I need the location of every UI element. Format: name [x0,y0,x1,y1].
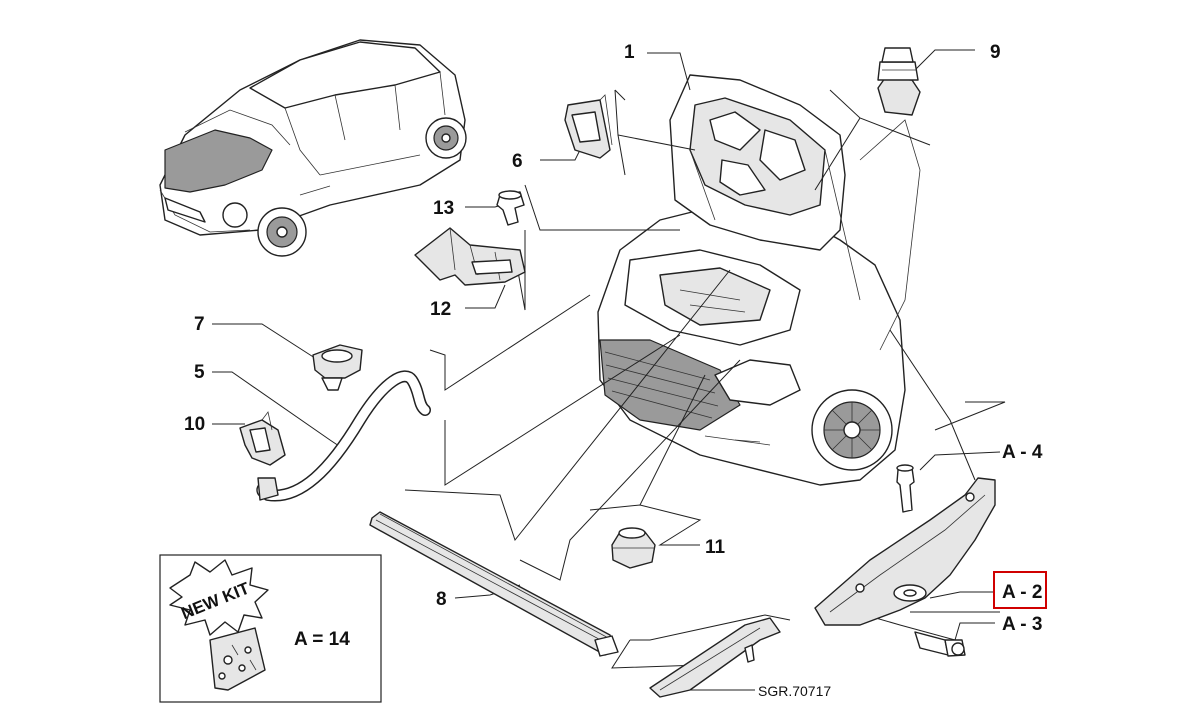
callout-labels: 1 5 6 7 8 9 10 11 12 13 A - 2 A - 3 A - … [184,42,1047,699]
callout-a2: A - 2 [1002,582,1042,603]
main-car-open-hood [597,74,921,486]
hinge-assembly [814,464,996,657]
part-7-clip [312,344,363,391]
kit-equation: A = 14 [294,629,350,650]
part-11-bump-stop [611,527,656,569]
part-6-pad [564,94,613,159]
callout-10: 10 [184,414,205,435]
part-8-seal-strip [369,511,619,657]
trim-piece [649,617,781,698]
part-9-plug [877,47,921,116]
part-13-clip [496,190,525,226]
callout-9: 9 [990,42,1001,63]
part-10-bracket [239,411,286,466]
part-12-bracket [414,227,526,286]
callout-8: 8 [436,589,447,610]
callout-6: 6 [512,151,523,172]
part-5-hose [256,370,431,502]
callout-13: 13 [433,198,454,219]
car-overview-illustration [159,39,467,257]
callout-11: 11 [705,537,726,558]
callout-a2-highlight [993,571,1047,609]
kit-burst-shape [169,559,269,636]
callout-a4: A - 4 [1002,442,1043,463]
callout-a3: A - 3 [1002,614,1042,635]
callout-12: 12 [430,299,451,320]
callout-1: 1 [624,42,635,63]
kit-box: NEW KIT A = 14 [159,554,382,703]
callout-7: 7 [194,314,205,335]
callout-5: 5 [194,362,205,383]
reference-code: SGR.70717 [758,683,831,699]
